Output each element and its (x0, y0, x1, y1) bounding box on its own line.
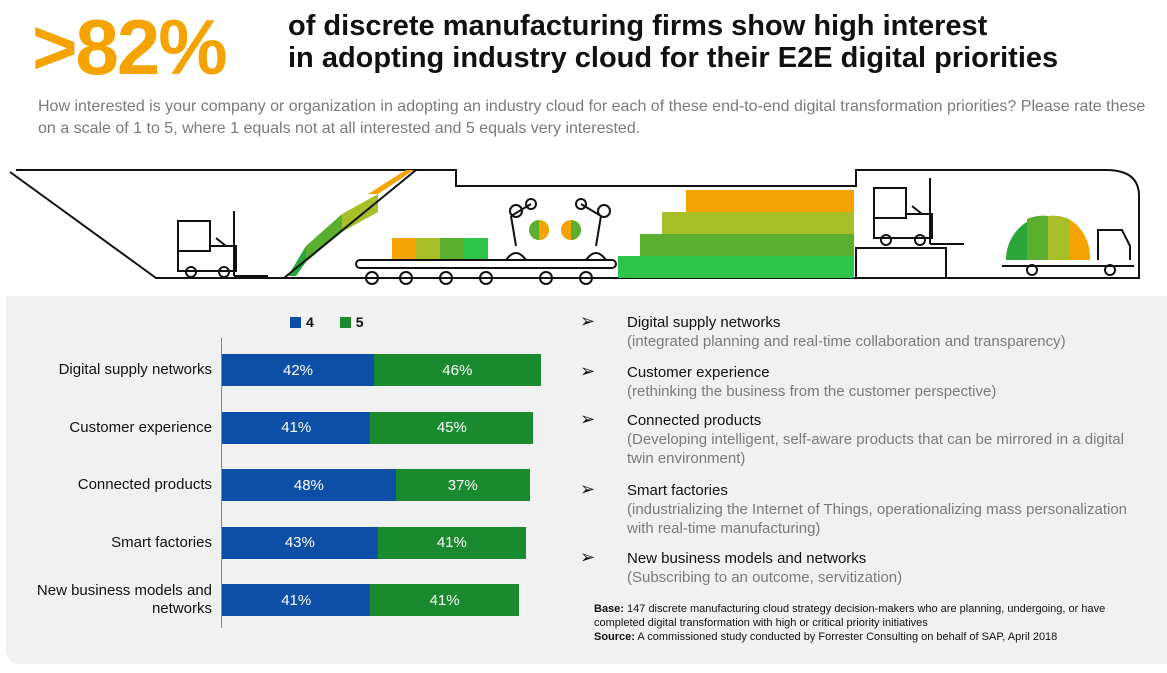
bar-data-label: 41% (436, 534, 467, 551)
category-label: Digital supply networks (58, 361, 212, 378)
description-title: New business models and networks (627, 550, 867, 567)
bar-data-label: 41% (281, 591, 312, 609)
legend-swatch-4 (290, 316, 301, 328)
source-label: Source: (594, 631, 635, 643)
headline-line-2: in adopting industry cloud for their E2E… (288, 42, 1059, 74)
forklift-icon (177, 211, 268, 278)
category-label: Customer experience (69, 418, 212, 436)
bar-data-label: 43% (284, 534, 315, 551)
source-note: Source: A commissioned study conducted b… (594, 630, 1134, 644)
headline-line-1: of discrete manufacturing firms show hig… (288, 10, 988, 42)
arrow-right-icon: ➢ (580, 479, 596, 499)
bar-series-4: 42% (222, 354, 375, 386)
category-label: Connected products (77, 476, 212, 493)
bar-data-label: 46% (442, 361, 473, 379)
arrow-right-icon: ➢ (580, 547, 596, 567)
legend-label-5: 5 (355, 314, 364, 330)
source-text: A commissioned study conducted by Forres… (637, 631, 1058, 643)
category-label: New business models and networks (36, 582, 212, 617)
bar-series-4: 48% (222, 469, 396, 501)
description-subtitle: (integrated planning and real-time colla… (627, 333, 1066, 350)
arrow-right-icon: ➢ (580, 311, 596, 331)
description-subtitle: (Subscribing to an outcome, servitizatio… (627, 569, 903, 586)
bar-data-label: 45% (436, 419, 467, 436)
legend-item-4: 4 (290, 314, 314, 330)
bar-data-label: 42% (283, 361, 314, 379)
description-title: Connected products (627, 412, 762, 429)
arrow-right-icon: ➢ (580, 361, 596, 381)
bar-series-4: 43% (222, 526, 378, 559)
legend-item-5: 5 (339, 314, 364, 330)
description-subtitle: (rethinking the business from the custom… (627, 383, 997, 400)
ramp-stack (283, 169, 417, 279)
headline-stat: >82% (32, 3, 228, 91)
bar-data-label: 48% (293, 476, 324, 494)
description-title: Customer experience (627, 364, 770, 381)
bar-series-5: 41% (370, 584, 519, 616)
bar-series-5: 37% (395, 469, 530, 501)
description-title: Smart factories (627, 482, 728, 499)
chart-legend: 4 5 (290, 314, 364, 330)
forklift-icon (873, 178, 964, 246)
survey-question: How interested is your company or organi… (38, 98, 1146, 137)
bar-data-label: 41% (429, 591, 460, 609)
bar-data-label: 41% (281, 419, 312, 436)
base-note: Base: 147 discrete manufacturing cloud s… (594, 602, 1134, 630)
category-label: Smart factories (111, 533, 212, 551)
description-subtitle: (Developing intelligent, self-aware prod… (627, 431, 1124, 467)
legend-swatch-5 (339, 316, 351, 328)
bar-series-5: 46% (374, 354, 541, 386)
bar-data-label: 37% (447, 476, 478, 494)
robot-arm-icon (505, 198, 611, 261)
bar-series-4: 41% (222, 584, 371, 616)
description-title: Digital supply networks (627, 314, 781, 331)
bar-series-5: 41% (377, 526, 527, 559)
arrow-right-icon: ➢ (580, 409, 596, 429)
footnote: Base: 147 discrete manufacturing cloud s… (594, 602, 1134, 644)
base-label: Base: (594, 603, 624, 615)
truck-icon (1002, 215, 1134, 276)
base-text: 147 discrete manufacturing cloud strateg… (594, 603, 1106, 629)
stacked-bar-chart: Digital supply networks 42% 46% Customer ex… (0, 338, 560, 638)
bar-series-5: 45% (370, 411, 534, 444)
bar-series-4: 41% (222, 411, 371, 444)
description-subtitle: (industrializing the Internet of Things,… (627, 501, 1128, 537)
legend-label-4: 4 (306, 314, 314, 330)
factory-illustration (6, 166, 1167, 296)
headline: of discrete manufacturing firms show hig… (288, 10, 1158, 74)
chart-axis-line (221, 338, 222, 628)
